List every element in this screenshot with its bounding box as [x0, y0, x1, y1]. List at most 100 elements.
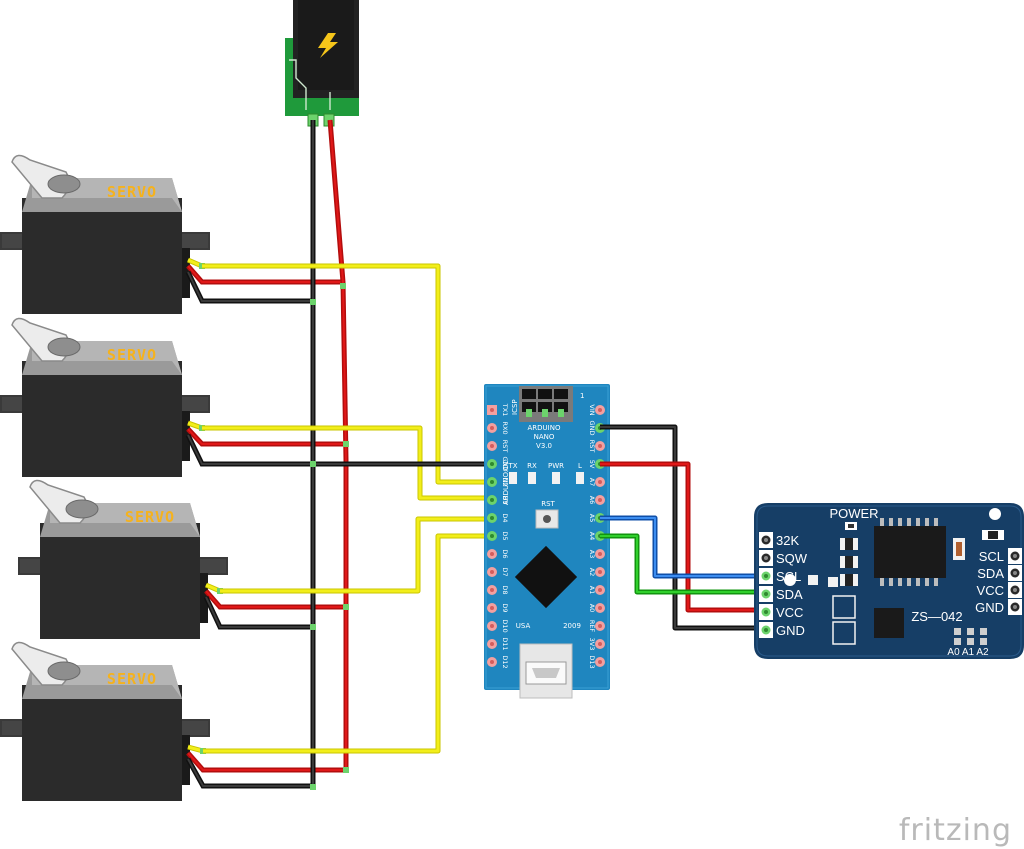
- servo-ground-wire: [185, 433, 313, 467]
- servo-body: [22, 685, 182, 801]
- nano-pin-label: A4: [588, 532, 596, 541]
- rtc-right-pin-scl[interactable]: SCL: [979, 548, 1022, 564]
- nano-pin-d11[interactable]: D11: [487, 637, 509, 651]
- servo3-signal-wire: [220, 517, 492, 593]
- rtc-sda-wire: [600, 533, 768, 595]
- nano-pin-vin[interactable]: VIN: [588, 404, 605, 416]
- led-tx-label: TX: [507, 462, 517, 470]
- rtc-pin-label: SQW: [776, 551, 808, 566]
- reset-label: RST: [541, 500, 555, 508]
- power-rails: [310, 119, 349, 788]
- servo-motor: SERVO: [0, 641, 346, 801]
- nano-pin-label: RST: [588, 440, 596, 453]
- nano-pin-ref[interactable]: REF: [588, 620, 605, 633]
- nano-pin-d13[interactable]: D13: [588, 655, 605, 669]
- nano-pin-rst[interactable]: RST: [588, 440, 605, 453]
- nano-pin-d8[interactable]: D8: [487, 585, 509, 595]
- servo-body: [22, 361, 182, 477]
- nano-pin-label: D5: [501, 531, 509, 540]
- servo-group: SERVO SERVO SERVO SERVO: [0, 154, 346, 801]
- nano-brand-label: ARDUINO.CC: [502, 460, 510, 505]
- servo-label: SERVO: [107, 670, 157, 688]
- servo-motor: SERVO: [0, 154, 343, 314]
- nano-pin-d6[interactable]: D6: [487, 549, 509, 559]
- servo-power-wire: [186, 427, 346, 447]
- nano-pin-label: 5V: [588, 460, 596, 469]
- nano-pin-label: REF: [588, 620, 596, 633]
- rtc-pin-label: 32K: [776, 533, 799, 548]
- nano-pin-3v3[interactable]: 3V3: [588, 638, 605, 651]
- icsp-pin1-label: 1: [580, 392, 584, 400]
- rtc-pin-label: VCC: [776, 605, 803, 620]
- nano-pin-label: RX0: [501, 421, 509, 434]
- nano-pin-label: D11: [501, 637, 509, 650]
- nano-pin-label: TX1: [501, 403, 509, 417]
- nano-pin-label: D6: [501, 549, 509, 558]
- rtc-pin-gnd[interactable]: GND: [759, 622, 805, 638]
- nano-pin-d10[interactable]: D10: [487, 619, 509, 633]
- fritzing-watermark: fritzing: [899, 813, 1012, 848]
- rtc-pin-scl[interactable]: SCL: [759, 568, 801, 584]
- nano-pin-label: A7: [588, 478, 596, 487]
- rtc-model-label: ZS—042: [911, 609, 962, 624]
- icsp-header: 1 ICSP: [511, 386, 584, 422]
- nano-pin-d2[interactable]: D2: [487, 477, 509, 487]
- nano-usa-label: USA: [516, 622, 531, 630]
- mounting-hole: [989, 508, 1001, 520]
- status-leds: TX RX PWR L: [507, 462, 584, 484]
- rtc-ground-wire: [600, 424, 768, 631]
- nano-pin-a3[interactable]: A3: [588, 549, 605, 559]
- nano-pin-label: A0: [588, 604, 596, 613]
- nano-pin-label: VIN: [588, 404, 596, 415]
- nano-pin-d7[interactable]: D7: [487, 567, 509, 577]
- nano-pin-a7[interactable]: A7: [588, 477, 605, 487]
- nano-pin-d12[interactable]: D12: [487, 655, 509, 669]
- led-pwr-label: PWR: [548, 462, 564, 470]
- rtc-pin-sda[interactable]: SDA: [759, 586, 803, 602]
- nano-pin-rx0[interactable]: RX0: [487, 421, 509, 435]
- rtc-pin-vcc[interactable]: VCC: [759, 604, 803, 620]
- mini-usb-port: [519, 643, 573, 699]
- nano-title-line3: V3.0: [536, 442, 552, 450]
- atmega-chip: [514, 545, 578, 609]
- nano-pin-gnd[interactable]: GND: [487, 457, 509, 472]
- nano-pin-label: D10: [501, 619, 509, 632]
- rtc-pin-32k[interactable]: 32K: [759, 532, 799, 548]
- nano-pin-label: A2: [588, 568, 596, 577]
- icsp-label: ICSP: [511, 399, 519, 415]
- rtc-left-header: 32K SQW SCL SDA VCC GND: [759, 532, 808, 638]
- nano-pin-d5[interactable]: D5: [487, 531, 509, 541]
- nano-pin-d3[interactable]: D3: [487, 495, 509, 505]
- rtc-right-pin-gnd[interactable]: GND: [975, 599, 1022, 615]
- nano-pin-d9[interactable]: D9: [487, 603, 509, 613]
- servo-label: SERVO: [107, 183, 157, 201]
- rtc-pin-sqw[interactable]: SQW: [759, 550, 808, 566]
- led-l-label: L: [578, 462, 582, 470]
- nano-title-line2: NANO: [534, 433, 555, 441]
- rtc-address-pins-label: A0 A1 A2: [947, 647, 989, 658]
- nano-pin-label: A1: [588, 586, 596, 595]
- servo-motor: SERVO: [18, 479, 346, 639]
- servo-body: [40, 523, 200, 639]
- servo-label: SERVO: [107, 346, 157, 364]
- servo-label: SERVO: [125, 508, 175, 526]
- servo1-signal-wire: [202, 264, 492, 484]
- nano-pin-label: D8: [501, 585, 509, 594]
- nano-pin-d4[interactable]: D4: [487, 513, 509, 523]
- servo-power-wire: [186, 751, 346, 773]
- rtc-right-pin-vcc[interactable]: VCC: [977, 582, 1022, 598]
- wire-junctions: [310, 283, 349, 790]
- rtc-pin-label: SCL: [776, 569, 801, 584]
- rtc-pin-label: SDA: [776, 587, 803, 602]
- rtc-right-pin-sda[interactable]: SDA: [977, 565, 1022, 581]
- nano-pin-a6[interactable]: A6: [588, 495, 605, 505]
- nano-pin-tx1[interactable]: TX1: [487, 403, 509, 417]
- nano-pin-label: A6: [588, 496, 596, 505]
- arduino-nano-board: 1 ICSP ARDUINO NANO V3.0 TX RX PWR L ARD…: [484, 384, 610, 699]
- nano-pin-a2[interactable]: A2: [588, 567, 605, 577]
- nano-pin-rst[interactable]: RST: [487, 440, 509, 453]
- nano-pin-a1[interactable]: A1: [588, 585, 605, 595]
- servo-ground-wire: [185, 270, 313, 304]
- nano-pin-a0[interactable]: A0: [588, 603, 605, 613]
